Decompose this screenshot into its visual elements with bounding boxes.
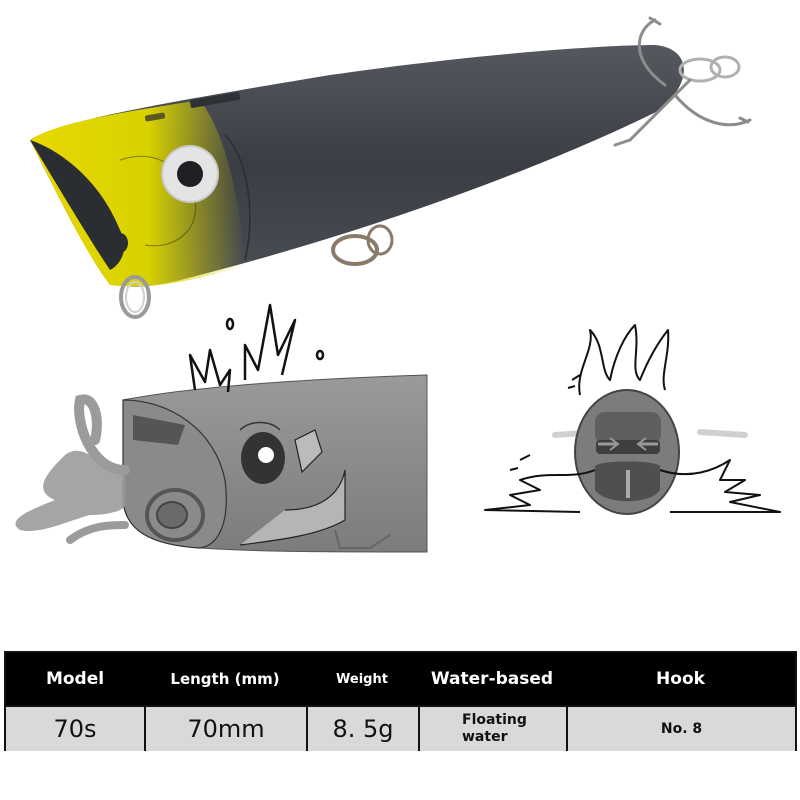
- side-splash-diagram: [15, 303, 428, 553]
- cell-length: 70mm: [144, 707, 306, 751]
- cell-hook: No. 8: [566, 707, 795, 751]
- spec-table-row: 70s 70mm 8. 5g Floating water No. 8: [6, 705, 795, 751]
- water-based-line2: water: [462, 729, 508, 745]
- product-illustrations: [15, 16, 781, 553]
- lure-photo: [30, 16, 752, 319]
- front-splash-diagram: [484, 324, 781, 515]
- cell-model: 70s: [53, 715, 97, 743]
- header-weight: Weight: [336, 671, 388, 687]
- treble-hook-icon: [613, 16, 752, 147]
- header-length: Length (mm): [170, 670, 280, 688]
- header-model: Model: [45, 669, 105, 689]
- spec-table-header-row: Model Length (mm) Weight Water-based Hoo…: [6, 653, 795, 705]
- cell-weight: 8. 5g: [306, 707, 418, 751]
- header-hook: Hook: [656, 669, 705, 689]
- cell-water-based: Floating water: [418, 707, 566, 751]
- water-based-line1: Floating: [462, 712, 527, 728]
- header-water-based: Water-based: [430, 669, 554, 689]
- spec-table: Model Length (mm) Weight Water-based Hoo…: [4, 651, 797, 751]
